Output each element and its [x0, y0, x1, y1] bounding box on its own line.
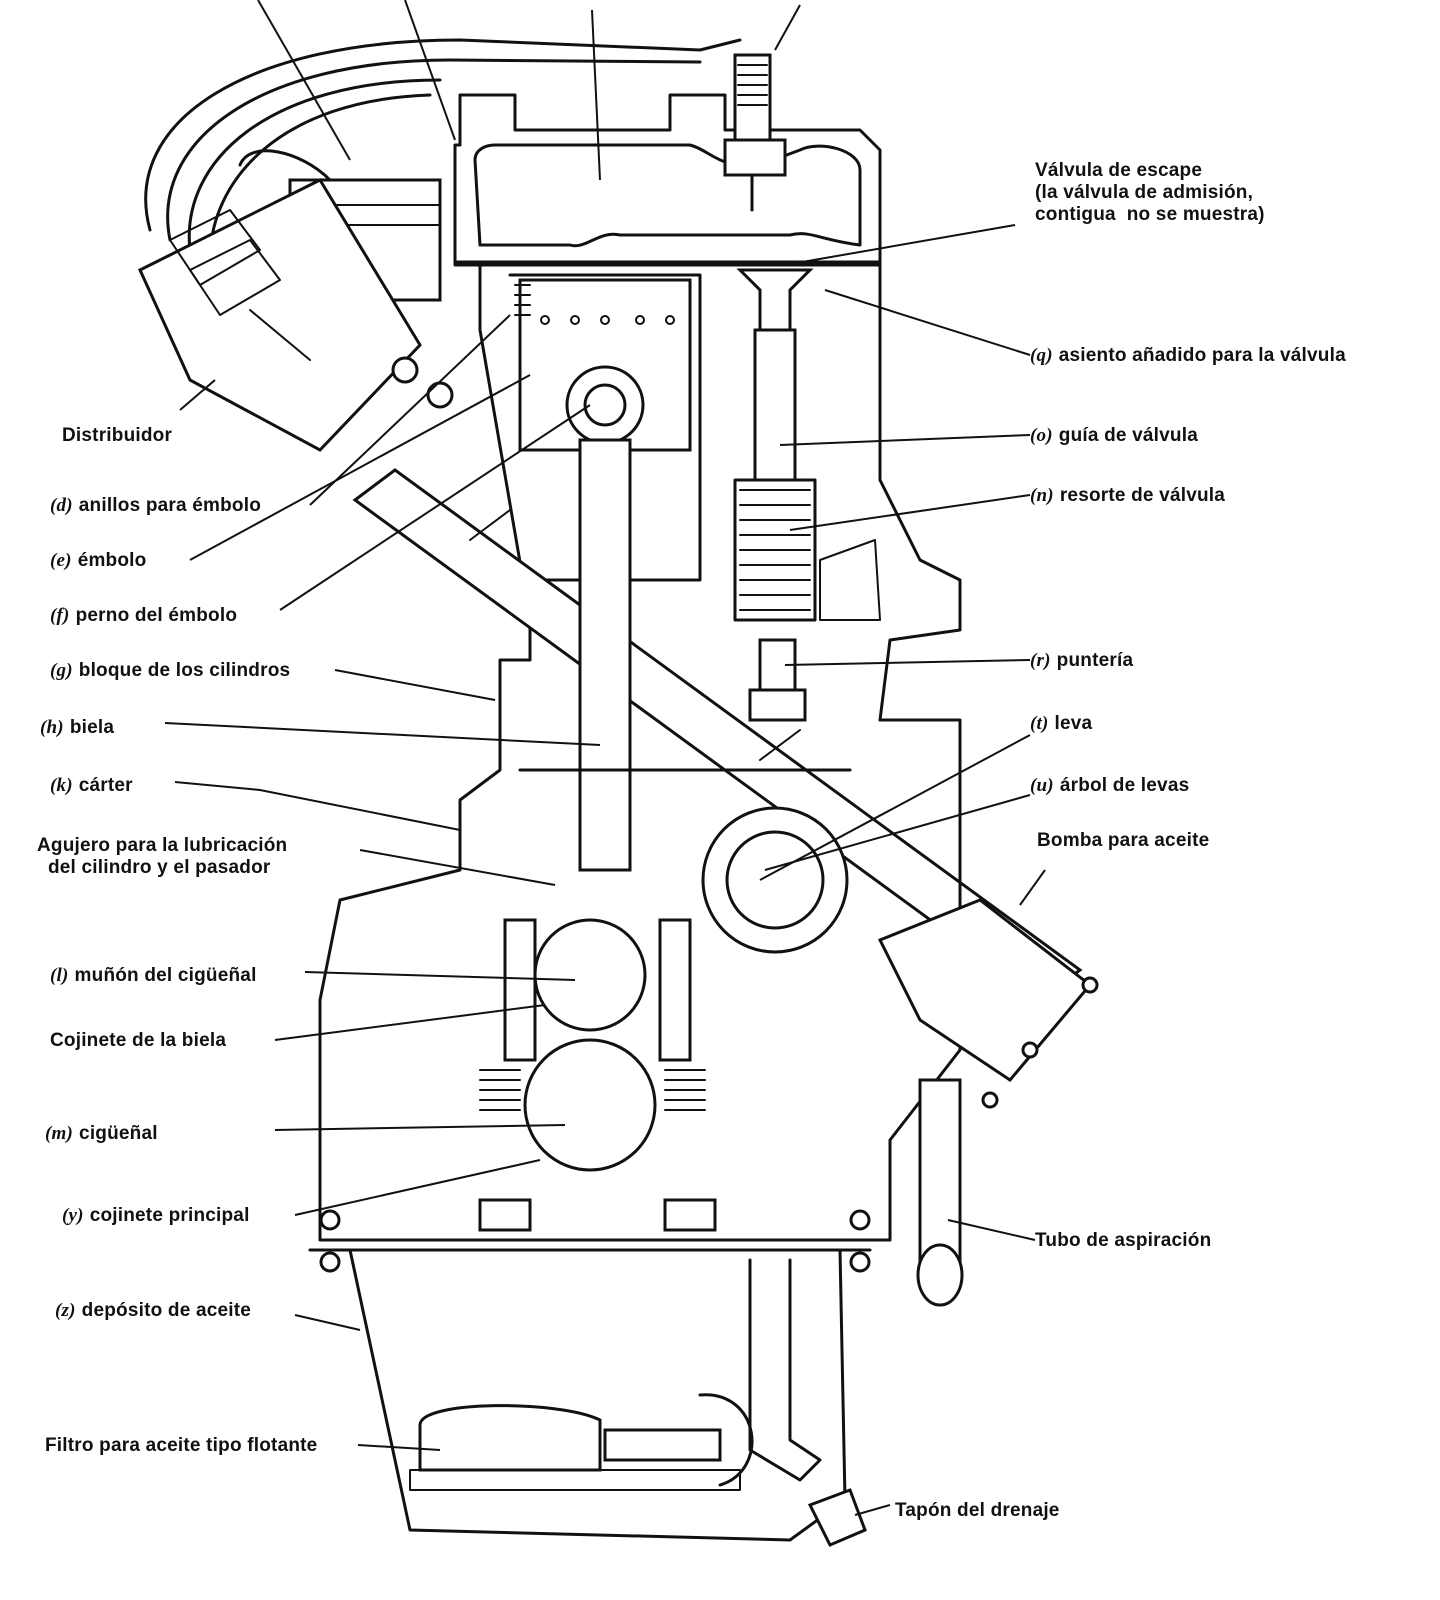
label-u: (u)árbol de levas: [1030, 775, 1189, 797]
cylinder-block: [478, 263, 962, 722]
label-n-text: resorte de válvula: [1059, 485, 1226, 506]
drain-plug: [807, 1488, 867, 1547]
label-f: (f)perno del émbolo: [50, 605, 237, 627]
label-bomba: Bomba para aceite: [1037, 830, 1210, 851]
label-k-key: (k): [50, 775, 73, 796]
label-d: (d)anillos para émbolo: [50, 495, 261, 517]
label-r-key: (r): [1030, 650, 1051, 671]
label-f-key: (f): [50, 605, 70, 626]
label-l: (l) muñón del cigüeñal: [50, 965, 257, 987]
label-valvula-escape: Válvula de escape (la válvula de admisió…: [1035, 160, 1265, 225]
label-e-key: (e): [50, 550, 72, 571]
label-q-text: asiento añadido para la válvula: [1058, 345, 1346, 366]
label-filtro: Filtro para aceite tipo flotante: [45, 1435, 318, 1456]
label-tubo: Tubo de aspiración: [1035, 1230, 1212, 1251]
label-h-text: biela: [69, 717, 115, 738]
label-t-text: leva: [1054, 713, 1093, 734]
label-t-key: (t): [1030, 713, 1049, 734]
ignition-wires: [144, 38, 742, 262]
label-m: (m)cigüeñal: [45, 1123, 158, 1145]
label-q-key: (q): [1030, 345, 1053, 366]
label-z-key: (z): [55, 1300, 76, 1321]
label-cojinete-biela: Cojinete de la biela: [50, 1030, 227, 1051]
label-u-text: árbol de levas: [1059, 775, 1190, 796]
label-r: (r)puntería: [1030, 650, 1133, 672]
label-agujero: Agujero para la lubricación del cilindro…: [37, 835, 288, 878]
label-l-key: (l): [50, 965, 69, 986]
label-m-text: cigüeñal: [79, 1123, 158, 1144]
crankcase: [318, 698, 1093, 1307]
label-d-text: anillos para émbolo: [78, 495, 261, 516]
label-m-key: (m): [45, 1123, 74, 1144]
label-e-text: émbolo: [77, 550, 147, 571]
label-y-text: cojinete principal: [89, 1205, 250, 1226]
label-u-key: (u): [1030, 775, 1054, 796]
label-l-text: muñón del cigüeñal: [74, 965, 257, 986]
label-tapon: Tapón del drenaje: [895, 1500, 1060, 1521]
valve-spring: [733, 478, 817, 622]
distributor: [138, 178, 454, 452]
label-g-text: bloque de los cilindros: [78, 660, 291, 681]
leader-lines: [164, 0, 1046, 1516]
label-f-text: perno del émbolo: [75, 605, 238, 626]
label-e: (e)émbolo: [50, 550, 146, 572]
float-oil-filter: [409, 1393, 754, 1491]
label-g: (g)bloque de los cilindros: [50, 660, 290, 682]
label-k-text: cárter: [78, 775, 133, 796]
label-q: (q)asiento añadido para la válvula: [1030, 345, 1346, 367]
label-r-text: puntería: [1056, 650, 1134, 671]
bolts: [319, 976, 1099, 1273]
label-h: (h)biela: [40, 717, 114, 739]
label-y-key: (y): [62, 1205, 84, 1226]
label-n-key: (n): [1030, 485, 1054, 506]
label-g-key: (g): [50, 660, 73, 681]
label-d-key: (d): [50, 495, 73, 516]
label-k: (k)cárter: [50, 775, 133, 797]
label-t: (t) leva: [1030, 713, 1092, 735]
label-y: (y)cojinete principal: [62, 1205, 250, 1227]
cylinder-head: [453, 53, 882, 267]
label-distribuidor: Distribuidor: [62, 425, 173, 446]
label-o-key: (o): [1030, 425, 1053, 446]
label-z: (z)depósito de aceite: [55, 1300, 251, 1322]
connecting-rod: [578, 438, 632, 872]
label-z-text: depósito de aceite: [81, 1300, 252, 1321]
label-h-key: (h): [40, 717, 64, 738]
oil-pan: [308, 1248, 872, 1547]
label-n: (n)resorte de válvula: [1030, 485, 1225, 507]
label-o: (o)guía de válvula: [1030, 425, 1198, 447]
label-o-text: guía de válvula: [1058, 425, 1198, 446]
